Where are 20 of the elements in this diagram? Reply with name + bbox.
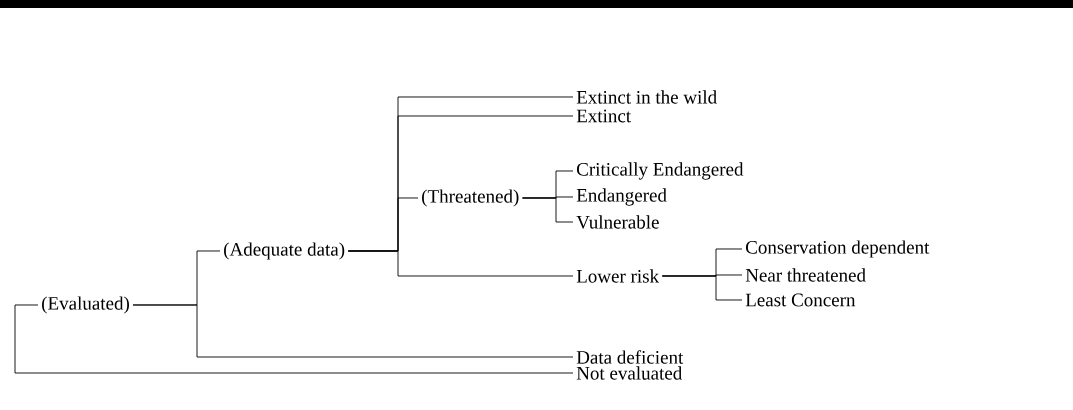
- tree-line: [14, 339, 574, 374]
- category-label: Not evaluated: [576, 366, 683, 380]
- category-label: Endangered: [576, 188, 667, 206]
- tree-line: [14, 304, 39, 341]
- tree-line: [661, 275, 743, 301]
- category-label: (Adequate data): [224, 242, 345, 260]
- category-label: Conservation dependent: [746, 240, 930, 258]
- category-label: Lower risk: [576, 269, 660, 283]
- category-label: Critically Endangered: [577, 162, 744, 180]
- category-label: (Evaluated): [42, 296, 129, 314]
- category-label: Least Concern: [745, 293, 856, 307]
- category-label: Near threatened: [745, 268, 866, 282]
- category-label: (Threatened): [422, 189, 519, 207]
- tree-line: [132, 304, 574, 358]
- category-label: Extinct: [576, 109, 631, 123]
- category-label: Data deficient: [576, 350, 684, 364]
- category-label: Extinct in the wild: [576, 90, 717, 104]
- category-label: Vulnerable: [576, 215, 659, 229]
- tree-line: [347, 250, 574, 277]
- tree-line: [522, 197, 574, 223]
